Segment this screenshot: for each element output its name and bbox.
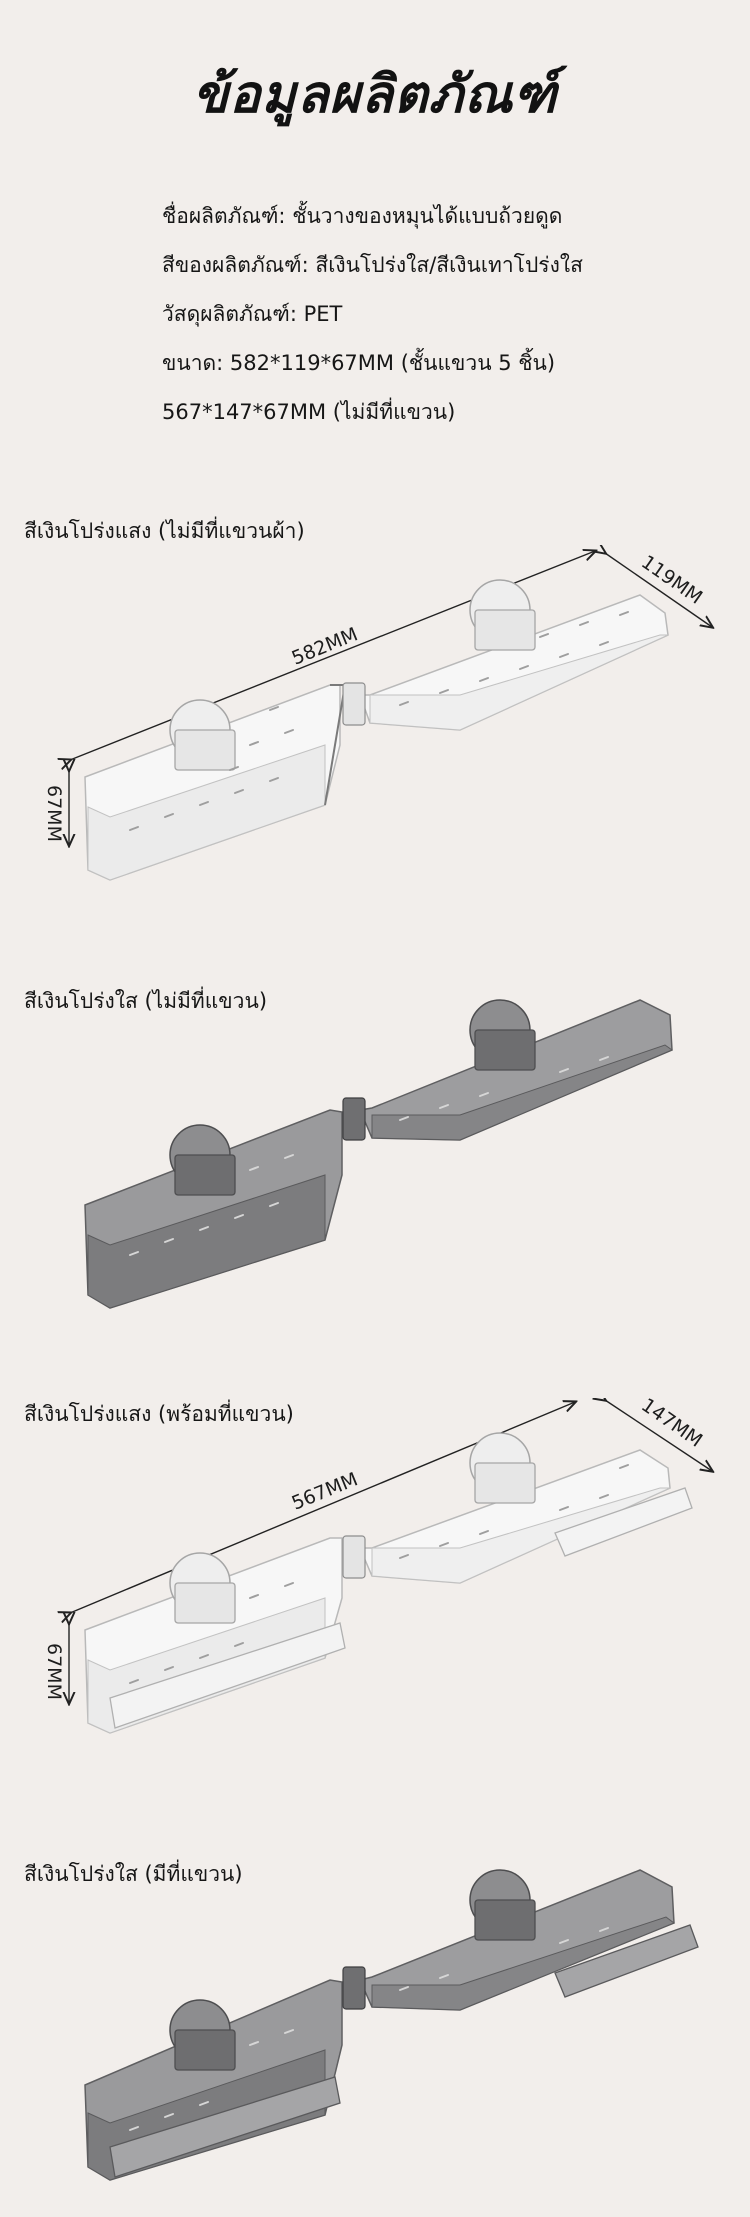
drain-slots xyxy=(129,1464,629,1684)
spec-label: ชื่อผลิตภัณฑ์: xyxy=(162,204,286,228)
length-label: 582MM xyxy=(289,623,361,669)
product-image-gray-no-hanger xyxy=(0,990,750,1310)
left-tray xyxy=(84,684,347,881)
length-label: 567MM xyxy=(289,1468,361,1514)
suction-cup-right xyxy=(469,579,536,651)
spec-value: 582*119*67MM (ชั้นแขวน 5 ชิ้น) xyxy=(229,351,556,375)
spec-value: PET xyxy=(303,302,343,326)
drain-slots xyxy=(129,1927,609,2131)
spec-list: ชื่อผลิตภัณฑ์: ชั้นวางของหมุนได้แบบถ้วยด… xyxy=(162,192,583,437)
page-title: ข้อมูลผลิตภัณฑ์ xyxy=(192,64,558,125)
shelf-illustration: 567MM 147MM 67MM xyxy=(43,1398,750,1734)
shelf-illustration xyxy=(84,1869,699,2181)
height-label: 67MM xyxy=(43,1643,65,1700)
spec-value: 567*147*67MM (ไม่มีที่แขวน) xyxy=(162,400,456,424)
towel-hanger xyxy=(554,1487,693,1557)
product-image-clear-with-hanger: 567MM 147MM 67MM xyxy=(0,1398,750,1778)
spec-label: วัสดุผลิตภัณฑ์: xyxy=(162,302,297,326)
suction-cup-right xyxy=(469,1432,536,1504)
left-tray xyxy=(84,1979,343,2181)
suction-cup-left xyxy=(169,1124,236,1196)
spec-label: สีของผลิตภัณฑ์: xyxy=(162,253,309,277)
suction-cup-left xyxy=(169,699,236,771)
suction-cup-left xyxy=(169,1552,236,1624)
suction-cup-right xyxy=(469,999,536,1071)
suction-cup-left xyxy=(169,1999,236,2071)
hinge-joint xyxy=(342,682,366,726)
height-label: 67MM xyxy=(43,785,65,842)
spec-value: สีเงินโปร่งใส/สีเงินเทาโปร่งใส xyxy=(315,253,583,277)
right-tray xyxy=(358,594,669,731)
width-dimension-line xyxy=(605,1400,712,1471)
spec-product-color: สีของผลิตภัณฑ์: สีเงินโปร่งใส/สีเงินเทาโ… xyxy=(162,241,583,290)
shelf-illustration xyxy=(84,999,674,1309)
suction-cup-right xyxy=(469,1869,536,1941)
variant-label-gray-no-hanger: สีเงินโปร่งใส (ไม่มีที่แขวน) xyxy=(24,989,268,1013)
spec-label: ขนาด: xyxy=(162,351,224,375)
towel-hanger xyxy=(109,1622,346,1729)
product-image-gray-with-hanger xyxy=(0,1855,750,2185)
spec-material: วัสดุผลิตภัณฑ์: PET xyxy=(162,290,583,339)
right-tray xyxy=(358,1449,693,1584)
drain-slots xyxy=(129,611,629,831)
hinge-joint xyxy=(342,1097,366,1141)
spec-size: ขนาด: 582*119*67MM (ชั้นแขวน 5 ชิ้น) xyxy=(162,339,583,388)
drain-slots xyxy=(129,1056,609,1256)
product-image-clear-no-hanger: 582MM 119MM 67MM xyxy=(0,545,750,925)
spec-size-alt: 567*147*67MM (ไม่มีที่แขวน) xyxy=(162,388,583,437)
variant-label-gray-with-hanger: สีเงินโปร่งใส (มีที่แขวน) xyxy=(24,1862,243,1886)
spec-value: ชั้นวางของหมุนได้แบบถ้วยดูด xyxy=(292,204,563,228)
variant-label-clear-no-hanger: สีเงินโปร่งแสง (ไม่มีที่แขวนผ้า) xyxy=(24,519,305,543)
left-tray xyxy=(84,1537,346,1734)
shelf-illustration: 582MM 119MM 67MM xyxy=(43,545,750,881)
hinge-joint xyxy=(342,1535,366,1579)
hinge-joint xyxy=(342,1966,366,2010)
spec-product-name: ชื่อผลิตภัณฑ์: ชั้นวางของหมุนได้แบบถ้วยด… xyxy=(162,192,583,241)
width-dimension-line xyxy=(605,553,712,627)
towel-hanger xyxy=(109,2076,341,2178)
left-tray xyxy=(84,1109,343,1309)
towel-hanger xyxy=(554,1924,699,1998)
